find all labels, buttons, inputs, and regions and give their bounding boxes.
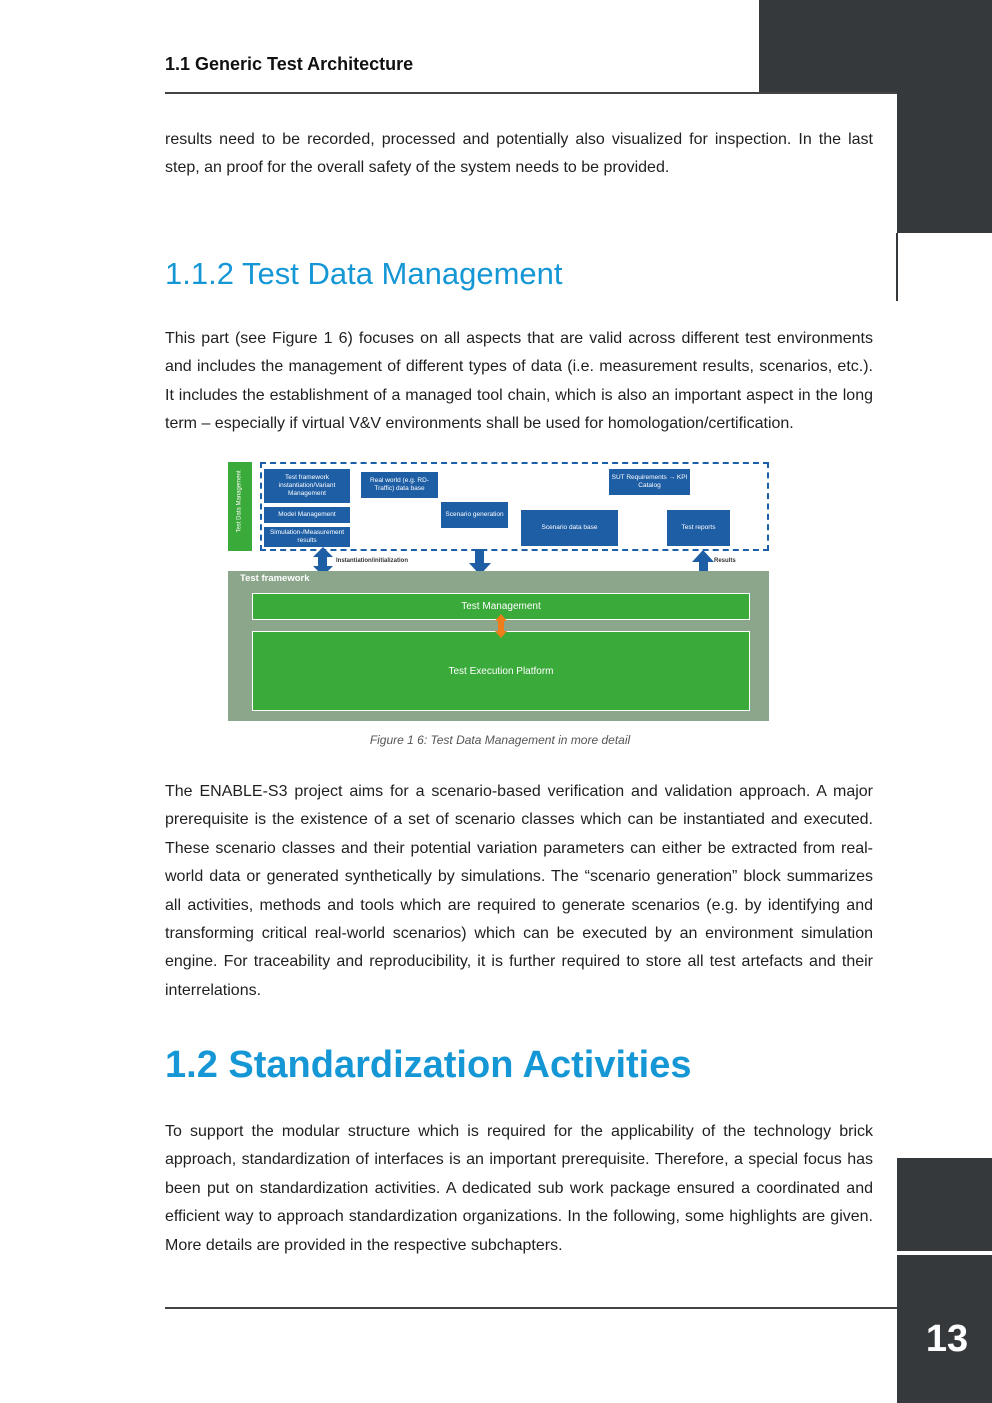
- model-management-box: Model Management: [264, 507, 350, 523]
- results-arrow-shaft: [699, 562, 708, 576]
- test-data-management-bar: Test Data Management: [228, 462, 252, 551]
- footer-rule: [165, 1307, 897, 1309]
- section-1-2-paragraph: To support the modular structure which i…: [165, 1123, 873, 1254]
- orange-arrow-down-head: [495, 631, 507, 638]
- scenario-database-box: Scenario data base: [521, 510, 618, 546]
- scenario-generation-box: Scenario generation: [441, 502, 508, 528]
- test-framework-label: Test framework: [240, 573, 310, 584]
- simulation-results-box: Simulation-/Measurement results: [264, 527, 350, 547]
- test-data-management-label: Test Data Management: [236, 470, 243, 533]
- intro-paragraph: results need to be recorded, processed a…: [165, 131, 873, 177]
- test-data-management-figure: Test Data Management Test framework inst…: [228, 462, 769, 721]
- instantiation-arrow-up-head: [313, 547, 333, 557]
- results-label: Results: [714, 558, 736, 564]
- test-framework-instantiation-box: Test framework instantiation/Variant Man…: [264, 469, 350, 503]
- instantiation-label: Instantiation/initialization: [336, 558, 408, 564]
- section-heading-1-1-2: 1.1.2 Test Data Management: [165, 256, 563, 291]
- figure-caption: Figure 1 6: Test Data Management in more…: [369, 733, 631, 747]
- section-1-1-2-paragraph: This part (see Figure 1 6) focuses on al…: [165, 330, 873, 433]
- side-tab-block: [897, 1158, 992, 1251]
- section-heading-1-2: 1.2 Standardization Activities: [165, 1044, 692, 1086]
- scenario-arrow-shaft: [475, 549, 484, 563]
- orange-arrow-shaft: [498, 620, 504, 631]
- test-reports-box: Test reports: [667, 510, 730, 546]
- page-number-tab: [897, 1255, 992, 1403]
- data-management-dashed-region: [260, 462, 769, 551]
- results-arrow-head: [692, 550, 714, 562]
- header-tab: [759, 0, 992, 93]
- test-execution-platform-box: Test Execution Platform: [252, 631, 750, 711]
- instantiation-arrow-shaft: [318, 556, 327, 566]
- running-header: 1.1 Generic Test Architecture: [165, 54, 414, 74]
- header-rule: [165, 92, 897, 94]
- enable-s3-paragraph: The ENABLE-S3 project aims for a scenari…: [165, 783, 873, 999]
- sut-requirements-box: SUT Requirements → KPI Catalog: [609, 469, 690, 495]
- page-number: 13: [925, 1318, 969, 1360]
- real-world-database-box: Real world (e.g. RD-Traffic) data base: [361, 472, 438, 498]
- orange-arrow-up-head: [495, 614, 507, 621]
- header-tab-extension: [897, 93, 992, 233]
- side-tab-separator: [897, 1251, 992, 1255]
- header-tab-line: [896, 233, 898, 301]
